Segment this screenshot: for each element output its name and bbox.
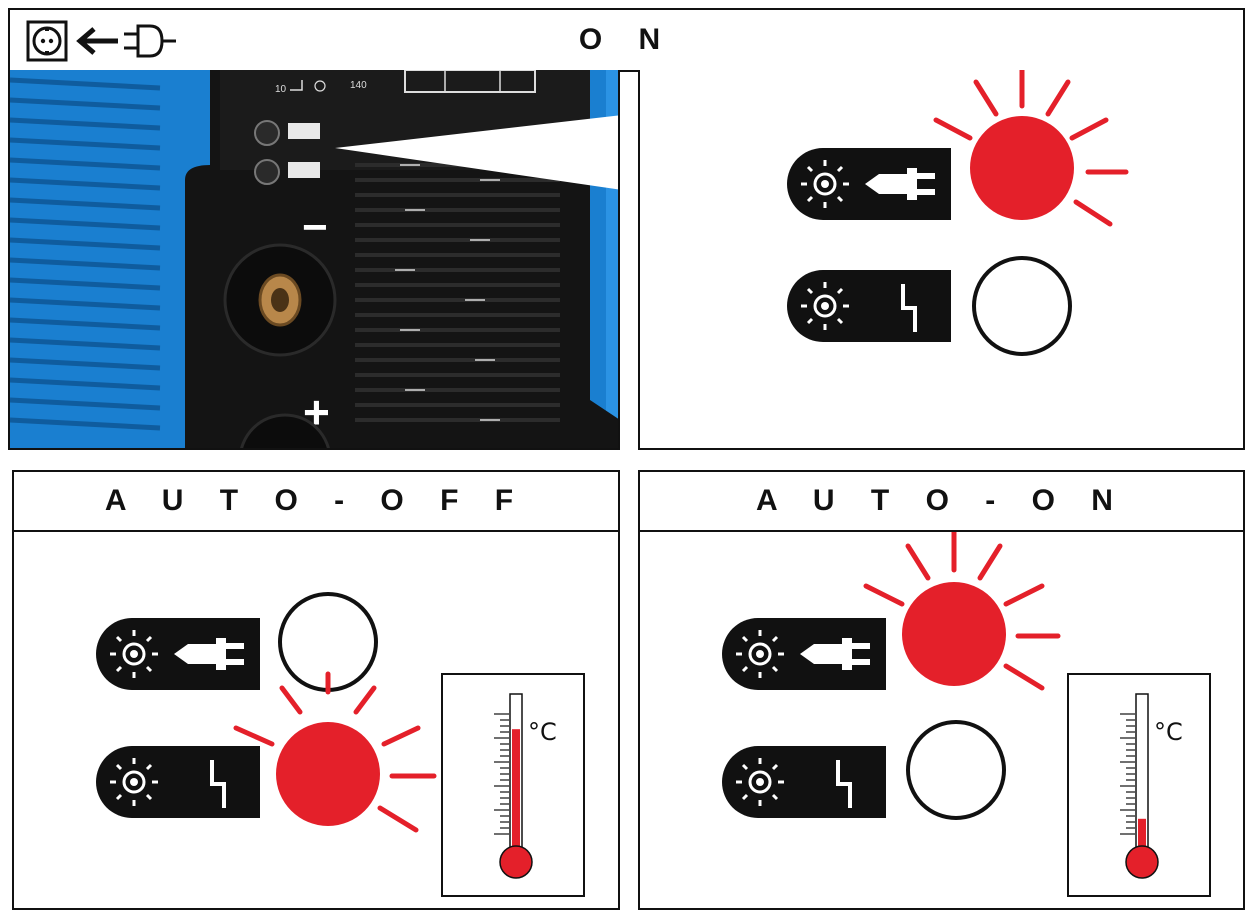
thermometer-icon: °C: [441, 673, 585, 897]
power-led-lit: [863, 532, 1061, 691]
thermal-indicator-label: [787, 270, 951, 342]
on-title: O N: [578, 23, 675, 56]
auto-off-led-panel: °C: [12, 530, 620, 910]
device-front-panel: 10 140 −: [8, 70, 620, 450]
on-header: O N: [8, 8, 1245, 72]
on-led-panel: [638, 70, 1245, 450]
lamp-icon: [801, 282, 849, 330]
socket-icon: [26, 20, 68, 62]
power-source-icons: [26, 20, 206, 62]
power-plug-icon: [865, 168, 935, 200]
casing-vents: [10, 77, 161, 431]
thermometer-icon: °C: [1067, 673, 1211, 897]
thermal-led-off: [972, 256, 1072, 356]
rating-left-label: 10: [275, 84, 287, 95]
lamp-icon: [801, 160, 849, 208]
thermal-overload-icon: [210, 760, 226, 808]
rating-right-label: 140: [350, 80, 367, 91]
thermal-overload-icon: [901, 284, 917, 332]
thermometer-level: [512, 729, 520, 854]
thermal-indicator-label: [96, 746, 260, 818]
thermal-led-lit: [233, 671, 437, 833]
power-plug-icon: [800, 638, 870, 670]
lamp-icon: [736, 630, 784, 678]
thermal-overload-icon: [836, 760, 852, 808]
lamp-icon: [110, 630, 158, 678]
plug-icon: [124, 24, 176, 58]
thermometer-level: [1138, 818, 1146, 854]
minus-label: −: [302, 203, 328, 252]
celsius-label: °C: [528, 718, 557, 746]
auto-on-header: A U T O - O N: [638, 470, 1245, 532]
arrow-left-icon: [76, 27, 118, 55]
power-indicator-label: [722, 618, 886, 690]
auto-off-title: A U T O - O F F: [104, 484, 528, 517]
lamp-icon: [110, 758, 158, 806]
auto-on-title: A U T O - O N: [756, 484, 1127, 517]
power-plug-icon: [174, 638, 244, 670]
celsius-label: °C: [1154, 718, 1183, 746]
thermal-led-off: [906, 720, 1006, 820]
auto-off-header: A U T O - O F F: [12, 470, 620, 532]
power-led-lit: [933, 70, 1129, 227]
lamp-icon: [736, 758, 784, 806]
auto-on-led-panel: °C: [638, 530, 1245, 910]
thermal-indicator-label: [722, 746, 886, 818]
power-indicator-label: [96, 618, 260, 690]
power-indicator-label: [787, 148, 951, 220]
